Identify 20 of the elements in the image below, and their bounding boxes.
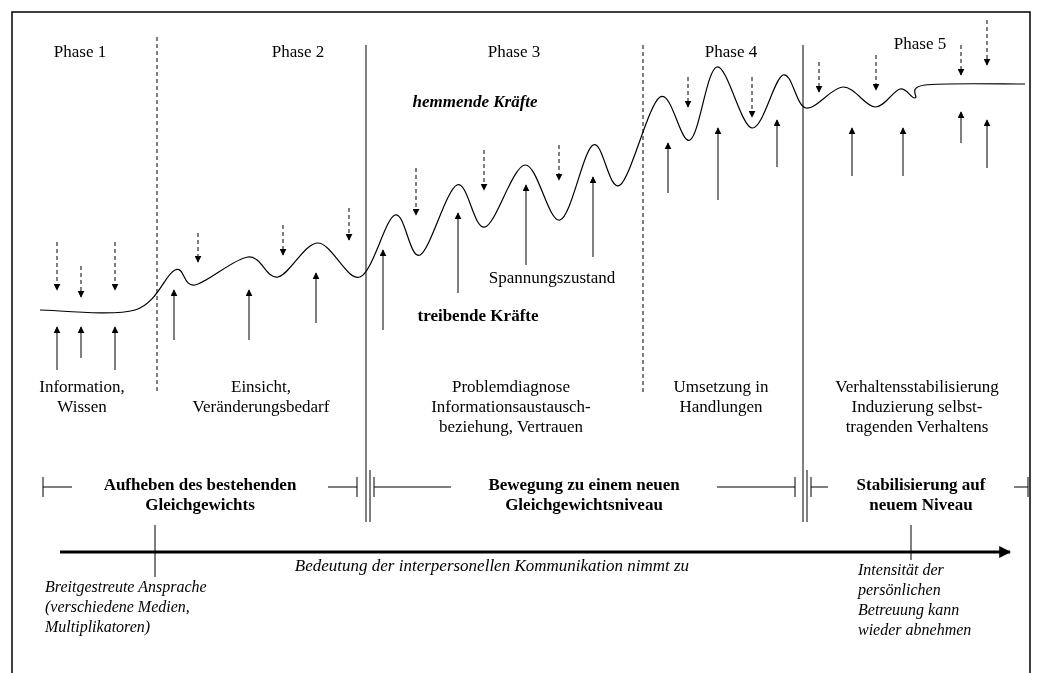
stage-description: Umsetzung in Handlungen [672,377,770,417]
leader-line [154,524,156,578]
axis-label: Bedeutung der interpersonellen Kommunikation nimmt zu [294,556,690,576]
bracket-label: Aufheben des bestehenden Gleichgewichts [72,475,328,515]
bracket-label: Bewegung zu einem neuen Gleichgewichtsniveau [451,475,717,515]
annotation-text: Intensität der persönlichen Betreuung kann wieder abnehmen [858,560,998,640]
annotation-text: Breitgestreute Ansprache (verschiedene Medien, Multiplikatoren) [45,577,230,637]
phase-label: Phase 4 [704,42,758,62]
stage-description: Problemdiagnose Informationsaustausch- beziehung, Vertrauen [430,377,592,437]
force-label: hemmende Kräfte [412,92,538,112]
stage-description: Verhaltensstabilisierung Induzierung selbst- tragenden Verhaltens [834,377,1000,437]
phase-label: Phase 3 [487,42,541,62]
tension-label: Spannungszustand [488,268,616,288]
stage-description: Einsicht, Veränderungsbedarf [191,377,331,417]
stage-description: Information, Wissen [38,377,126,417]
phase-label: Phase 1 [53,42,107,62]
phase-label: Phase 2 [271,42,325,62]
leader-line [910,524,912,561]
force-label: treibende Kräfte [417,306,539,326]
phase-label: Phase 5 [893,34,947,54]
